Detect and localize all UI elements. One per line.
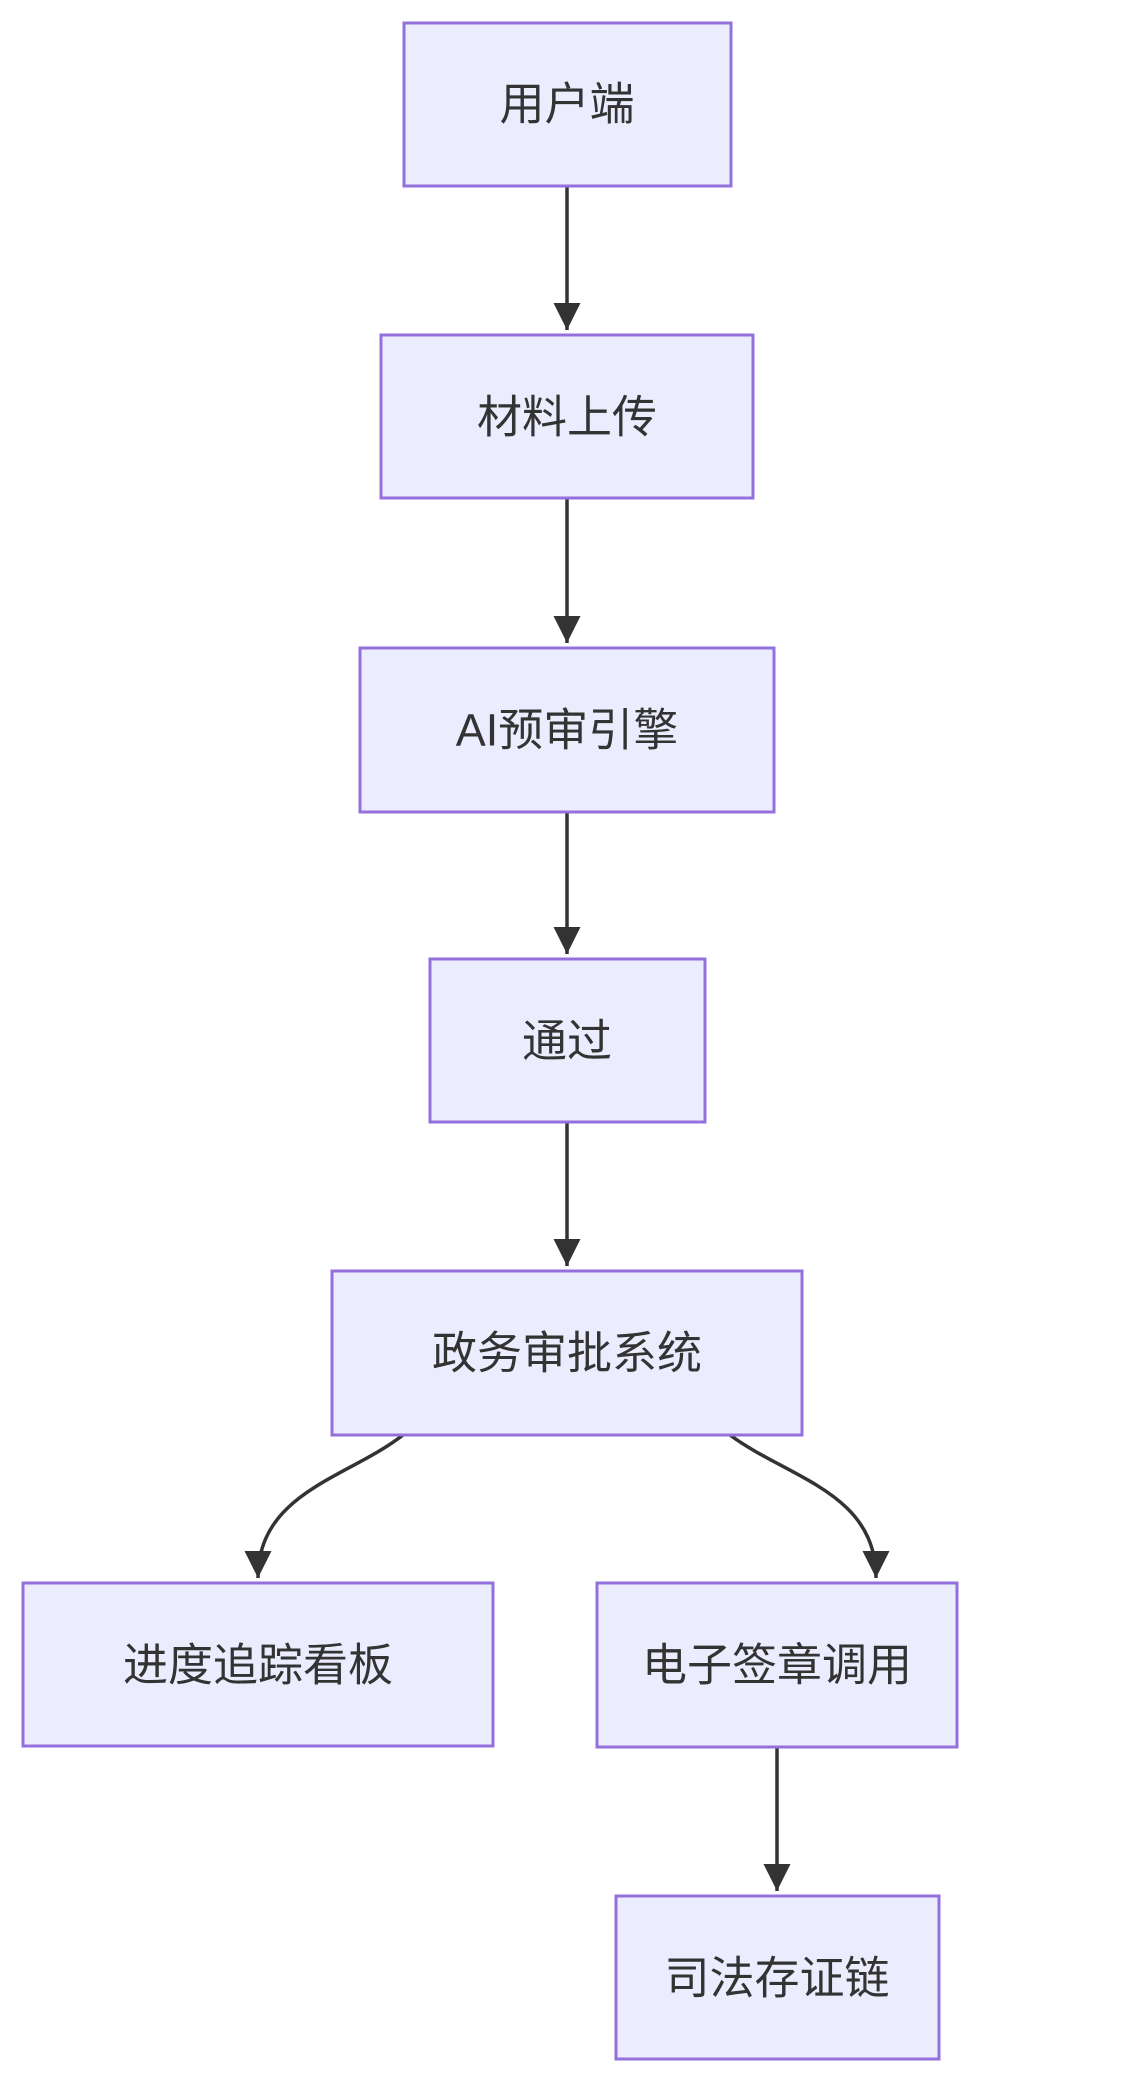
node-progress-tracking-board: 进度追踪看板: [21, 1581, 495, 1748]
node-e-signature-call-box: [595, 1581, 959, 1749]
node-e-signature-call: 电子签章调用: [595, 1581, 959, 1749]
node-progress-tracking-board-box: [21, 1581, 495, 1748]
node-gov-approval-system: 政务审批系统: [330, 1269, 804, 1437]
node-material-upload-box: [379, 333, 755, 500]
node-ai-review-engine: AI预审引擎: [358, 646, 776, 814]
node-judicial-evidence-chain-box: [614, 1894, 941, 2061]
edge-gov-approval-system-to-progress-tracking-board: [244, 1433, 405, 1579]
node-ai-review-engine-label: AI预审引擎: [456, 705, 679, 756]
node-progress-tracking-board-label: 进度追踪看板: [123, 1640, 393, 1691]
node-pass: 通过: [428, 957, 707, 1124]
node-judicial-evidence-chain: 司法存证链: [614, 1894, 941, 2061]
edge-gov-approval-system-to-e-signature-call: [728, 1433, 890, 1579]
node-pass-box: [428, 957, 707, 1124]
node-material-upload: 材料上传: [379, 333, 755, 500]
node-user-client: 用户端: [402, 21, 733, 188]
node-user-client-box: [402, 21, 733, 188]
node-pass-label: 通过: [522, 1016, 612, 1067]
node-ai-review-engine-box: [358, 646, 776, 814]
node-material-upload-label: 材料上传: [477, 392, 657, 443]
node-judicial-evidence-chain-label: 司法存证链: [664, 1953, 889, 2004]
nodes-layer: 用户端 材料上传 AI预审引擎 通过 政务审批系统 进度追踪看板: [21, 21, 959, 2061]
node-gov-approval-system-box: [330, 1269, 804, 1437]
node-gov-approval-system-label: 政务审批系统: [432, 1328, 702, 1379]
node-e-signature-call-label: 电子签章调用: [642, 1640, 912, 1691]
edges-layer: [244, 187, 890, 1891]
node-user-client-label: 用户端: [499, 79, 634, 130]
